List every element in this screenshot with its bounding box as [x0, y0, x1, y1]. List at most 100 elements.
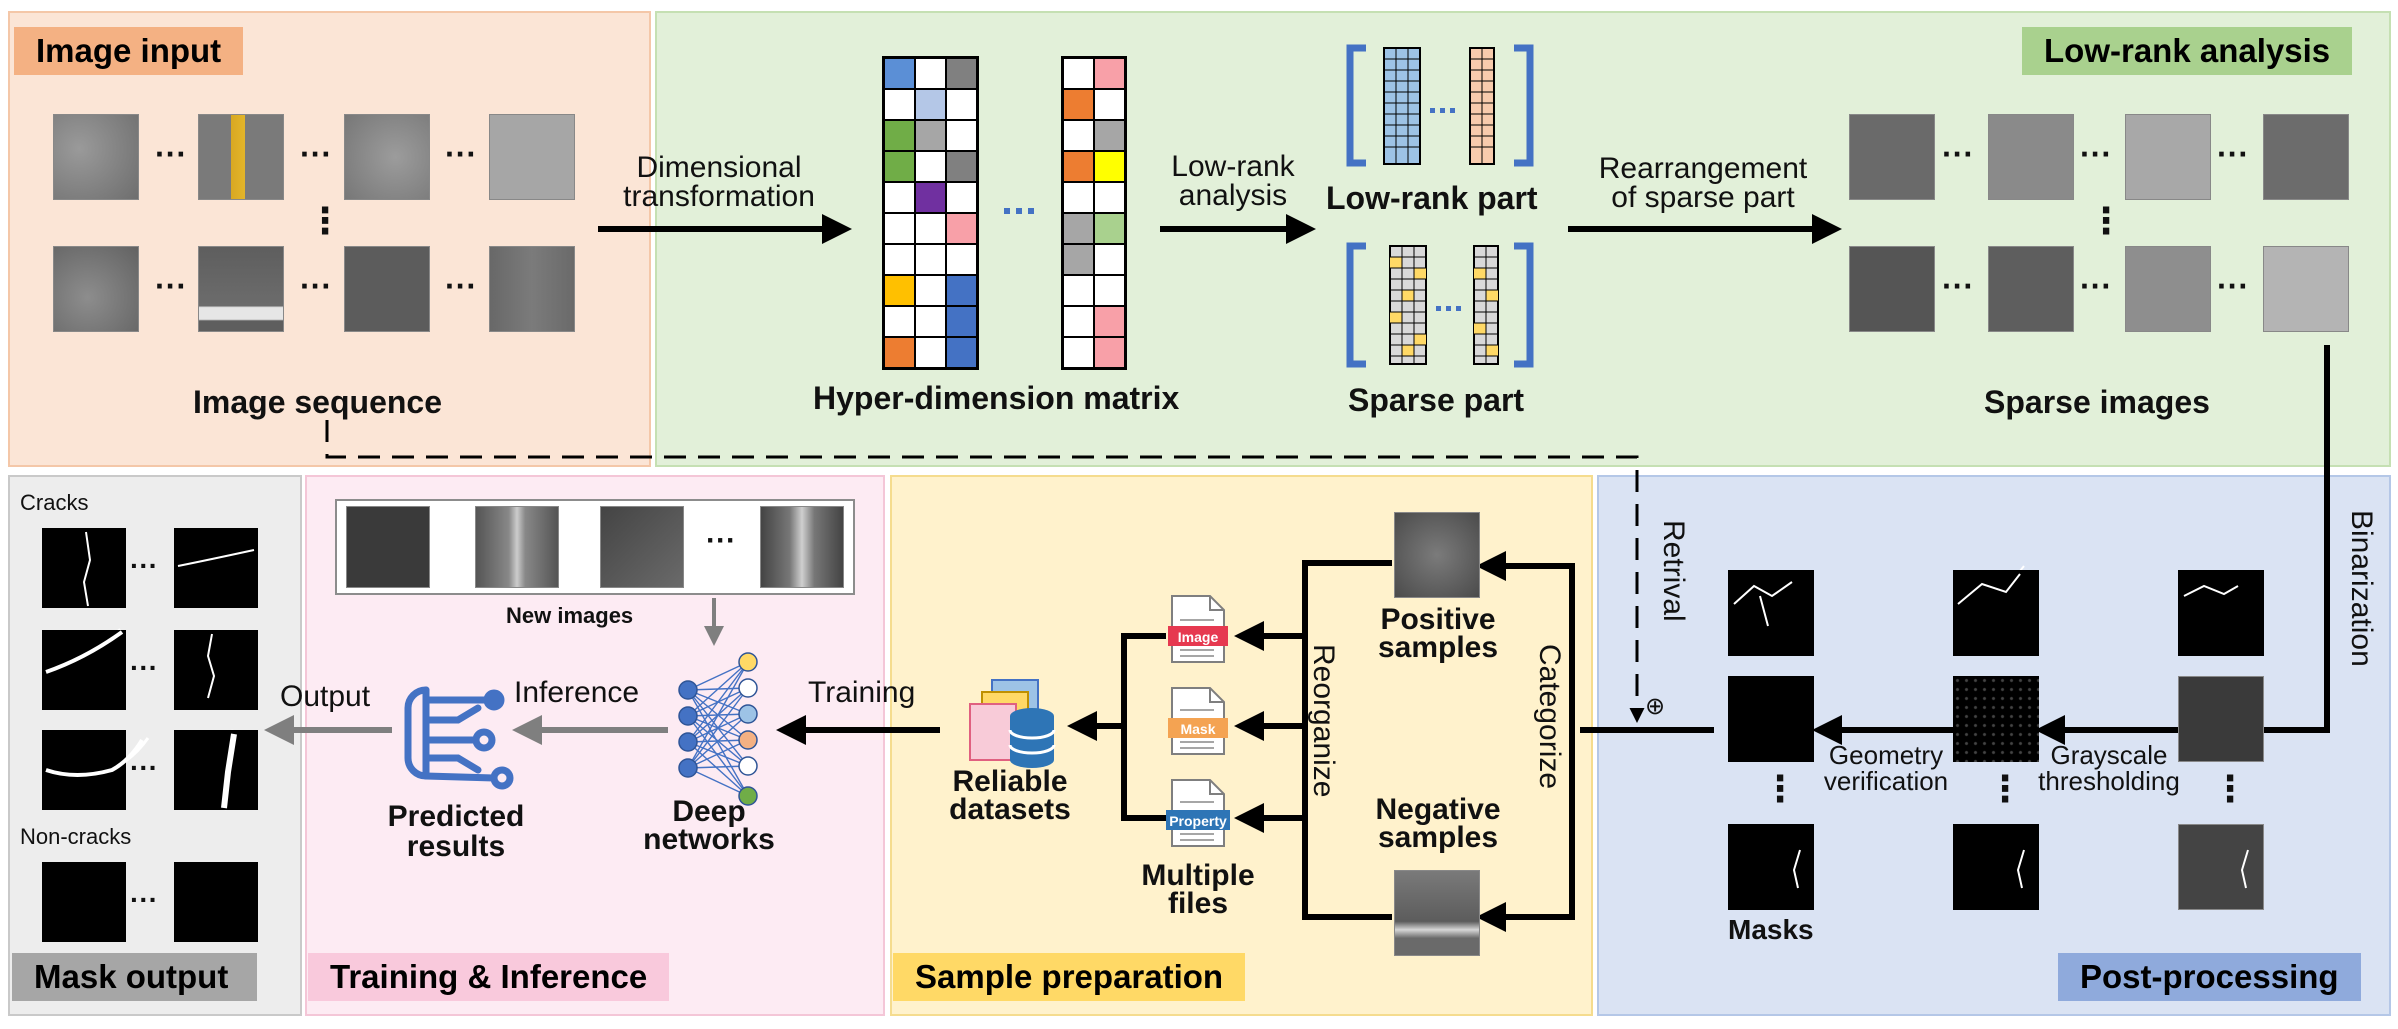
mask-file-icon	[1168, 687, 1228, 755]
negative-samples-label: Negative samples	[1360, 795, 1516, 854]
crack-mask-tile	[174, 730, 258, 810]
geometry-verification-label: Geometry verification	[1806, 742, 1966, 794]
ellipsis: ···	[2217, 268, 2249, 304]
samples-line: samples	[1377, 821, 1499, 854]
mask-tile	[1728, 570, 1814, 656]
new-image-thumbnail	[760, 506, 844, 588]
mask-tile	[1953, 570, 2039, 656]
deep-network-graphic	[687, 661, 749, 797]
sparse-image-thumbnail	[1849, 114, 1935, 200]
reliable-datasets-icon	[969, 679, 1056, 768]
crack-mask-tile	[42, 730, 126, 810]
mask-tile	[2178, 570, 2264, 656]
reliable-datasets-label: Reliable datasets	[935, 767, 1085, 826]
mask-tile	[1953, 676, 2039, 762]
deep-line: Deep	[672, 795, 746, 828]
low-rank-part-matrix	[1346, 44, 1534, 167]
sample-preparation-tag: Sample preparation	[893, 953, 1246, 1001]
samples-line: samples	[1377, 631, 1499, 664]
rearrangement-label: Rearrangement of sparse part	[1568, 152, 1838, 213]
sparse-image-thumbnail	[1988, 246, 2074, 332]
image-file-icon	[1168, 595, 1228, 663]
image-file-tag-label: Image	[1177, 629, 1219, 645]
positive-line: Positive	[1380, 603, 1496, 636]
mask-tile	[1728, 824, 1814, 910]
predicted-line: Predicted	[387, 800, 525, 833]
crack-image-thumbnail	[53, 114, 139, 200]
mask-file-tag-label: Mask	[1180, 721, 1216, 737]
binarization-arrow	[2194, 345, 2330, 745]
ellipsis: ···	[130, 752, 158, 783]
image-input-panel	[8, 11, 651, 467]
transformation-line: transformation	[623, 180, 815, 213]
crack-mask-tile	[174, 528, 258, 608]
mask-tile	[1728, 676, 1814, 762]
fine-texture-image-thumbnail	[489, 114, 575, 200]
ellipsis: ···	[2080, 268, 2112, 304]
sparse-part-label: Sparse part	[1348, 382, 1525, 418]
grayscale-tile	[2178, 824, 2264, 910]
verification-line: verification	[1823, 766, 1949, 796]
image-input-tag: Image input	[14, 27, 244, 75]
new-image-thumbnail	[600, 506, 684, 588]
grayscale-thresholding-label: Grayscale thresholding	[2024, 742, 2194, 794]
ellipsis: ···	[1942, 268, 1974, 304]
ellipsis: ···	[130, 652, 158, 683]
crack-mask-tile	[42, 528, 126, 608]
vertical-ellipsis: ⋮	[2088, 200, 2124, 241]
property-file-tag-label: Property	[1169, 813, 1227, 829]
hyper-matrix-left	[882, 56, 979, 370]
retrival-dashed-line	[325, 420, 1645, 723]
yellow-line-image-thumbnail	[198, 114, 284, 200]
categorize-label: Categorize	[1533, 644, 1566, 790]
files-line: files	[1167, 887, 1229, 920]
rough-texture-image-thumbnail	[344, 246, 430, 332]
predicted-results-icon	[404, 686, 514, 790]
low-rank-analysis-tag: Low-rank analysis	[2022, 27, 2353, 75]
inference-label: Inference	[514, 676, 640, 709]
hyper-matrix-right	[1061, 56, 1127, 370]
negative-sample-thumbnail	[1394, 870, 1480, 956]
cracks-label: Cracks	[20, 490, 89, 515]
oplus-symbol: ⊕	[1645, 693, 1666, 720]
ellipsis: ···	[130, 884, 158, 915]
gray-stripe-image-thumbnail	[198, 246, 284, 332]
categorize-bracket-lower	[1476, 730, 1575, 932]
files-bracket	[1121, 633, 1166, 821]
ellipsis: ···	[155, 268, 187, 304]
image-sequence-label: Image sequence	[193, 384, 442, 420]
multiple-line: Multiple	[1141, 859, 1255, 892]
grayscale-tile	[2178, 676, 2264, 762]
ellipsis: ···	[300, 136, 332, 172]
deep-networks-label: Deep networks	[634, 795, 784, 855]
ellipsis: ···	[2217, 136, 2249, 172]
crack-mask-tile	[42, 630, 126, 710]
datasets-line: datasets	[949, 793, 1071, 826]
dimensional-transformation-label: Dimensional transformation	[604, 151, 834, 213]
ellipsis: ···	[445, 136, 477, 172]
sparse-image-thumbnail	[2125, 246, 2211, 332]
crack-mask-tile	[174, 630, 258, 710]
ellipsis: ···	[706, 524, 736, 557]
ellipsis: ···	[2080, 136, 2112, 172]
output-label: Output	[280, 680, 371, 713]
categorize-bracket	[1476, 551, 1575, 730]
ellipsis: ···	[155, 136, 187, 172]
ellipsis: ···	[445, 268, 477, 304]
dimensional-line: Dimensional	[636, 151, 802, 184]
results-line: results	[406, 830, 506, 863]
analysis-line: analysis	[1178, 179, 1288, 212]
thresholding-line: thresholding	[2038, 766, 2180, 796]
low-rank-line: Low-rank	[1171, 150, 1295, 183]
geometry-line: Geometry	[1828, 740, 1944, 770]
rearrangement-line: Rearrangement	[1598, 152, 1808, 185]
multiple-files-label: Multiple files	[1120, 859, 1276, 920]
mask-output-tag: Mask output	[12, 953, 257, 1001]
retrival-label: Retrival	[1657, 520, 1690, 622]
smooth-surface-image-thumbnail	[489, 246, 575, 332]
non-crack-mask-tile	[174, 862, 258, 942]
crack-image-thumbnail	[53, 246, 139, 332]
positive-samples-label: Positive samples	[1360, 603, 1516, 664]
property-file-icon	[1166, 779, 1230, 847]
